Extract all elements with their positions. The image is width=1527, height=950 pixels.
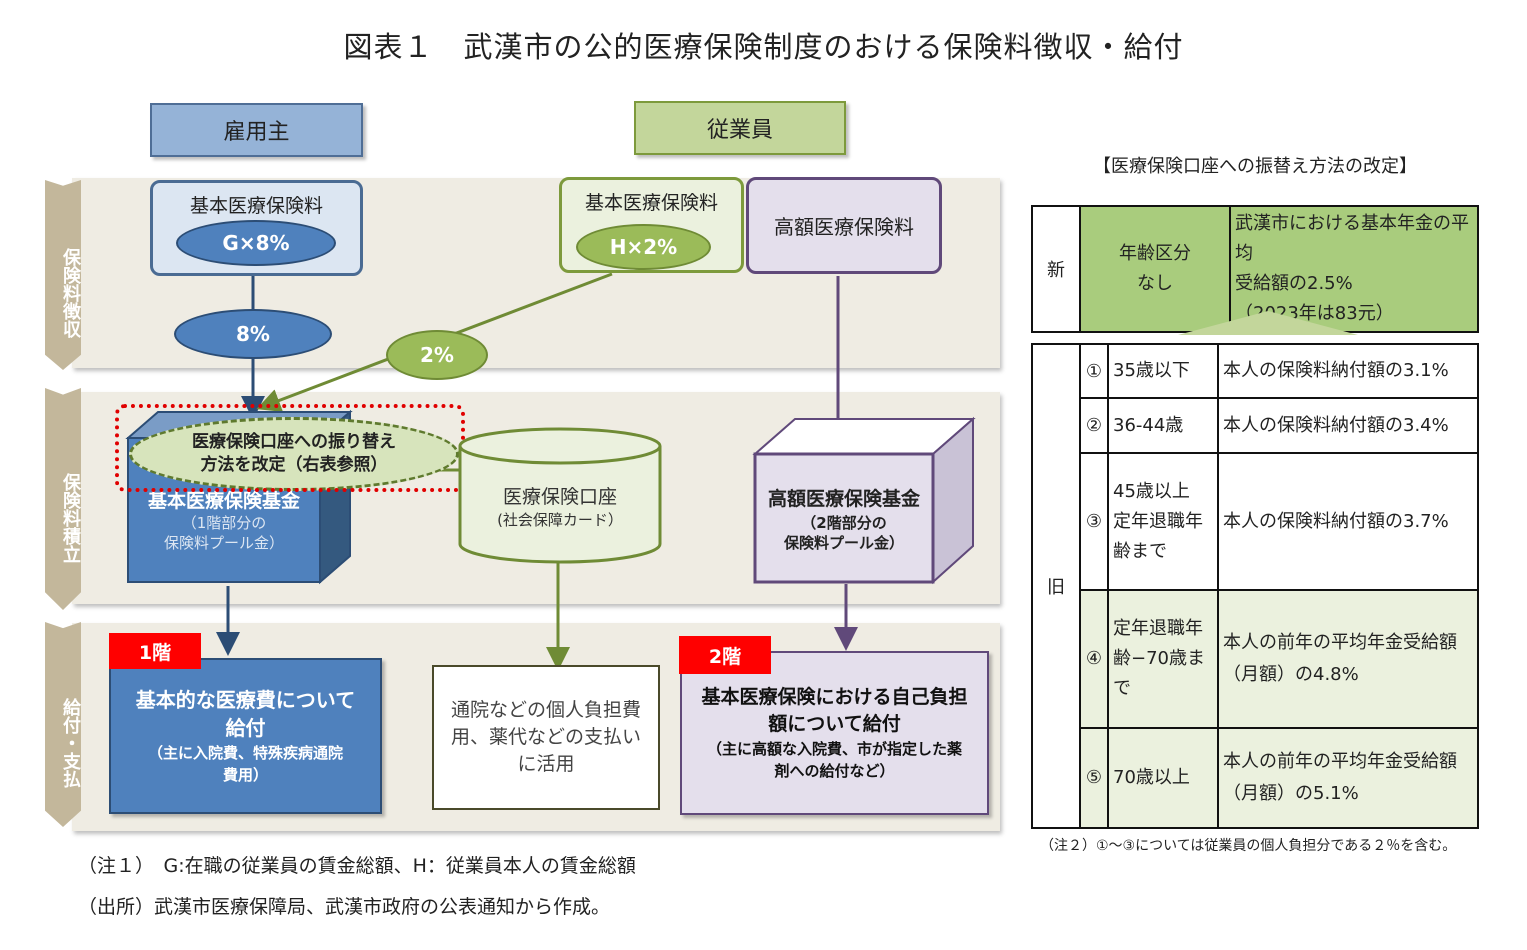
old-row-num: ①: [1079, 342, 1109, 400]
employee-header: 従業員: [634, 101, 846, 155]
employee-rate-ellipse: H×2%: [576, 224, 711, 270]
side-label-benefit: 給付・支払: [60, 697, 81, 788]
new-age-line2: なし: [1137, 273, 1173, 294]
employer-flow-ellipse: 8%: [174, 309, 332, 359]
old-row-age-text: 齢−70歳ま: [1113, 647, 1205, 669]
employee-premium-label: 基本医療保険料: [584, 192, 718, 214]
old-row-age: 定年退職年 齢−70歳ま で: [1107, 589, 1219, 729]
tier1-line2: 給付: [225, 716, 266, 740]
old-label: 旧: [1031, 343, 1081, 829]
employee-flow-ellipse: 2%: [386, 330, 488, 380]
basic-fund-sub1: （1階部分の: [181, 514, 267, 532]
personal-benefit-box: 通院などの個人負担費 用、薬代などの支払い に活用: [432, 665, 660, 810]
tier1-line1: 基本的な医療費について: [135, 688, 356, 712]
tier2-line4: 剤への給付など）: [774, 762, 895, 780]
note1: （注１） G:在職の従業員の賃金総額、H：従業員本人の賃金総額: [78, 855, 636, 877]
old-row-rate-text: （月額）の4.8%: [1223, 663, 1359, 685]
new-method-table: 新 年齢区分 なし 武漢市における基本年金の平均 受給額の2.5% （2023年…: [1031, 205, 1479, 333]
old-row-rate-text: （月額）の5.1%: [1223, 782, 1359, 804]
tier2-line1: 基本医療保険における自己負担: [701, 686, 968, 708]
old-row-rate: 本人の保険料納付額の3.4%: [1217, 397, 1479, 454]
old-row-age-text: 36-44歳: [1113, 414, 1184, 436]
old-row-num: ⑤: [1079, 726, 1109, 830]
old-row-num: ②: [1079, 397, 1109, 454]
side-tag-benefit: [45, 622, 81, 827]
personal-line3: に活用: [517, 753, 575, 775]
source-note: （出所）武漢市医療保障局、武漢市政府の公表通知から作成。: [78, 896, 611, 918]
new-rate-cell: 武漢市における基本年金の平均 受給額の2.5% （2023年は83元）: [1229, 205, 1479, 333]
tier2-tag: 2階: [679, 636, 771, 674]
tier2-line3: （主に高額な入院費、市が指定した薬: [706, 740, 962, 758]
old-method-table: 旧 ① 35歳以下 本人の保険料納付額の3.1% ② 36-44歳 本人の保険料…: [1031, 342, 1479, 830]
basic-fund-sub2: 保険料プール金）: [163, 534, 284, 552]
note2: （注２）①～③については従業員の個人負担分である２％を含む。: [1040, 838, 1457, 854]
old-row-age-text: 定年退職年: [1113, 617, 1203, 639]
side-tag-accumulation: [45, 388, 81, 610]
old-row-age-text: 70歳以上: [1113, 766, 1190, 788]
old-row-rate: 本人の前年の平均年金受給額 （月額）の4.8%: [1217, 589, 1479, 729]
old-row-age-text: 定年退職年: [1113, 510, 1203, 532]
old-row-age: 45歳以上 定年退職年 齢まで: [1107, 451, 1219, 592]
new-age-cell: 年齢区分 なし: [1079, 205, 1231, 333]
figure-title: 図表１ 武漢市の公的医療保険制度のおける保険料徴収・給付: [343, 30, 1184, 64]
new-age-line1: 年齢区分: [1119, 243, 1191, 264]
high-premium-box: 高額医療保険料: [746, 177, 942, 274]
old-row-age: 35歳以下: [1107, 342, 1219, 400]
old-row-rate: 本人の保険料納付額の3.7%: [1217, 451, 1479, 592]
high-fund-sub2: 保険料プール金）: [783, 534, 904, 552]
account-cylinder-shape: [458, 427, 662, 564]
employer-header: 雇用主: [150, 103, 363, 157]
old-row-age-text: 45歳以上: [1113, 480, 1190, 502]
basic-fund-title: 基本医療保険基金: [147, 490, 300, 512]
old-row-age: 36-44歳: [1107, 397, 1219, 454]
old-row-rate-text: 本人の保険料納付額の3.7%: [1223, 510, 1449, 532]
account-title: 医療保険口座: [502, 486, 617, 508]
side-label-accumulation: 保険料積立: [60, 473, 81, 563]
high-fund-title: 高額医療保険基金: [767, 488, 920, 510]
new-rate-line1: 武漢市における基本年金の平均: [1235, 213, 1469, 264]
tier1-line3: （主に入院費、特殊疾病通院: [147, 744, 343, 762]
change-note-line2: 方法を改定（右表参照）: [200, 455, 388, 475]
old-row-num: ③: [1079, 451, 1109, 592]
old-row-age-text: 35歳以下: [1113, 360, 1190, 382]
employer-premium-label: 基本医療保険料: [189, 195, 323, 217]
personal-line1: 通院などの個人負担費: [450, 699, 641, 721]
tier1-benefit-box: 基本的な医療費について 給付 （主に入院費、特殊疾病通院 費用）: [109, 658, 382, 814]
new-rate-line2: 受給額の2.5%: [1235, 273, 1353, 294]
tier2-benefit-box: 基本医療保険における自己負担 額について給付 （主に高額な入院費、市が指定した薬…: [680, 651, 989, 815]
tier1-line4: 費用）: [222, 766, 268, 784]
personal-line2: 用、薬代などの支払い: [450, 726, 641, 748]
high-fund-sub1: （2階部分の: [801, 514, 887, 532]
side-label-collection: 保険料徴収: [60, 248, 81, 338]
old-row-age: 70歳以上: [1107, 726, 1219, 830]
old-row-rate-text: 本人の前年の平均年金受給額: [1223, 631, 1457, 653]
change-highlight-frame: [115, 404, 465, 492]
employer-rate-ellipse: G×8%: [176, 220, 336, 266]
right-table-heading: 【医療保険口座への振替え方法の改定】: [1093, 156, 1417, 177]
side-tag-collection: [45, 180, 81, 370]
tier2-line2: 額について給付: [768, 713, 901, 735]
old-row-rate: 本人の保険料納付額の3.1%: [1217, 342, 1479, 400]
change-note-line1: 医療保険口座への振り替え: [192, 432, 396, 452]
account-sub: (社会保障カード）: [497, 511, 623, 529]
old-row-rate-text: 本人の保険料納付額の3.4%: [1223, 414, 1449, 436]
old-row-rate-text: 本人の保険料納付額の3.1%: [1223, 360, 1449, 382]
tier1-tag: 1階: [109, 633, 201, 669]
old-row-rate: 本人の前年の平均年金受給額 （月額）の5.1%: [1217, 726, 1479, 830]
old-row-age-text: で: [1113, 677, 1131, 699]
old-row-rate-text: 本人の前年の平均年金受給額: [1223, 750, 1457, 772]
old-row-age-text: 齢まで: [1113, 540, 1167, 562]
old-row-num: ④: [1079, 589, 1109, 729]
high-fund-shape: [752, 416, 976, 585]
new-label: 新: [1031, 205, 1081, 333]
